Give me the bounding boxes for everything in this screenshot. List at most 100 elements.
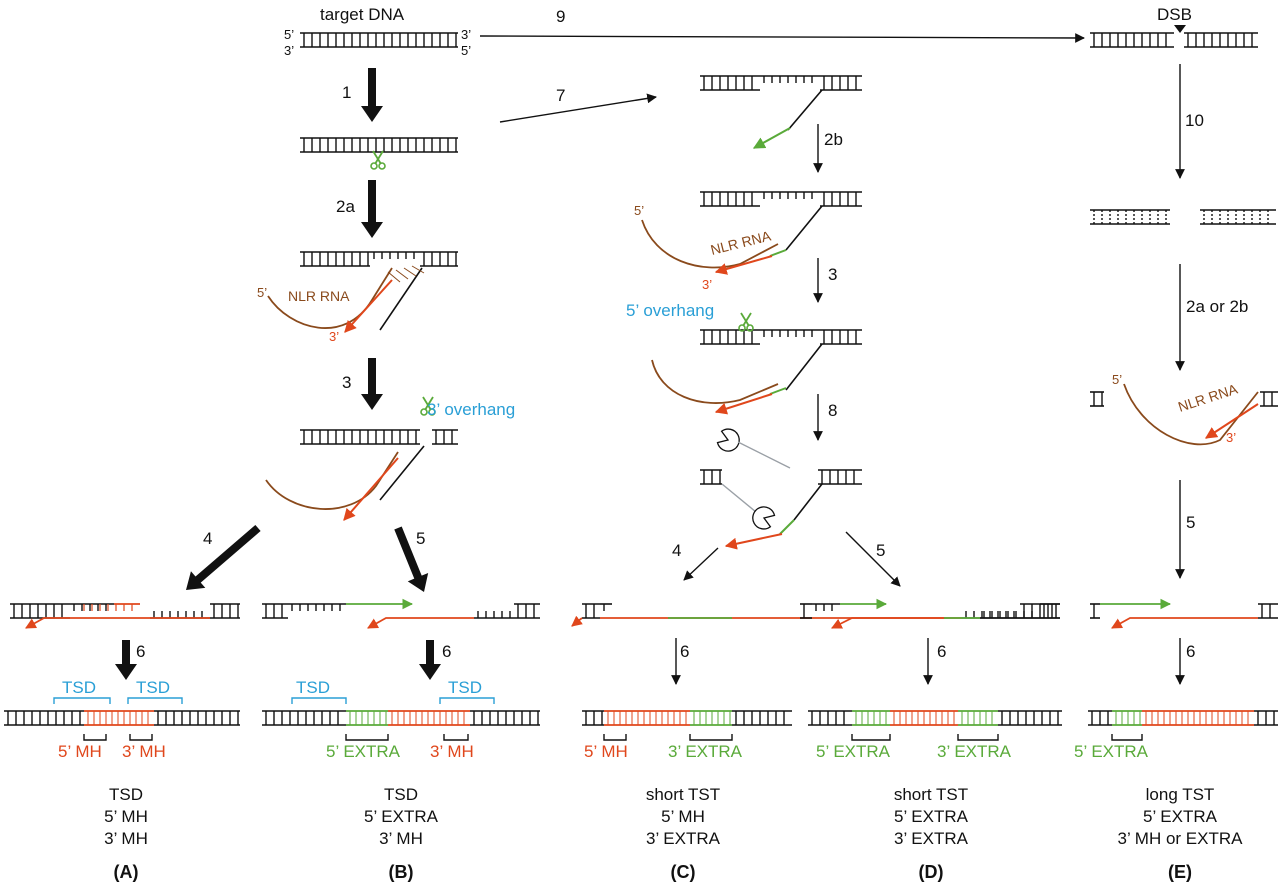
step-2a-label: 2a (336, 197, 355, 216)
step-9-label: 9 (556, 7, 565, 26)
scissors-icon-1 (370, 150, 386, 170)
mh3-label-b: 3’ MH (430, 742, 474, 761)
nlr-rna-label-c: NLR RNA (709, 227, 773, 258)
end-3-left-label: 3’ (284, 43, 294, 58)
degraded-rna-2 (721, 483, 757, 513)
dna-c3-bottom (785, 343, 823, 391)
rna-dna-pair (411, 265, 425, 274)
svg-text:3’ EXTRA: 3’ EXTRA (646, 829, 721, 848)
dna-e-final-left (1088, 710, 1112, 726)
extra5-bracket-d (851, 734, 891, 741)
dna-c-final-green (690, 710, 732, 726)
dna-b-final-right (470, 710, 540, 726)
scissors-icon-3 (738, 312, 754, 332)
rna-dna-pair (387, 271, 401, 283)
step-2a-arrow (361, 180, 383, 238)
extra-strand-c1 (752, 127, 791, 149)
three-prime-label-c: 3’ (702, 277, 712, 292)
nlr-rna-strand-e (1123, 383, 1259, 446)
dsb-label: DSB (1157, 5, 1192, 24)
panel-a-letter: (A) (114, 862, 139, 882)
step-7-label: 7 (556, 86, 565, 105)
panel-c-letter: (C) (671, 862, 696, 882)
cdna-strand-a (344, 279, 393, 333)
svg-text:short TST: short TST (894, 785, 968, 804)
dna-2a-right (420, 251, 458, 267)
step-3-arrow-a (361, 358, 383, 410)
dna-b-final-red (388, 710, 470, 726)
svg-text:5’ MH: 5’ MH (661, 807, 705, 826)
step-5-label-d: 5 (876, 541, 885, 560)
extra3-label-c: 3’ EXTRA (668, 742, 743, 761)
svg-text:3’ MH or EXTRA: 3’ MH or EXTRA (1117, 829, 1243, 848)
tsd-label-b1: TSD (296, 678, 330, 697)
extra-strand-c2 (769, 249, 787, 257)
extra-strand-c3 (769, 387, 787, 395)
extra3-bracket-c (689, 734, 733, 741)
step-1-arrow (361, 68, 383, 122)
dna-a-right (210, 603, 240, 619)
panel-e-caption: long TST 5’ EXTRA 3’ MH or EXTRA (E) (1117, 785, 1243, 882)
dna-c-final-right (732, 710, 792, 726)
target-dna-label: target DNA (320, 5, 405, 24)
three-prime-label-e: 3’ (1226, 430, 1236, 445)
end-5-left-label: 5’ (284, 27, 294, 42)
dna-b-right (514, 603, 540, 619)
svg-text:3’ MH: 3’ MH (104, 829, 148, 848)
dna-3a-right (432, 429, 458, 445)
panel-b-letter: (B) (389, 862, 414, 882)
dna-strands (4, 32, 1278, 741)
dna-b-left-flap (288, 603, 346, 611)
step-2a-or-2b-label: 2a or 2b (1186, 297, 1248, 316)
panel-a-caption: TSD 5’ MH 3’ MH (A) (104, 785, 148, 882)
dna-c1-flap (760, 75, 820, 83)
dsb-marker-icon (1174, 25, 1186, 33)
svg-text:TSD: TSD (384, 785, 418, 804)
dna-c1-right (820, 75, 862, 91)
extra3-label-d: 3’ EXTRA (937, 742, 1012, 761)
step-6-arrow-b (419, 640, 441, 680)
dna-a-final-left (4, 710, 84, 726)
dna-d-right (1040, 603, 1060, 619)
dna-c-final-left (582, 710, 604, 726)
dna-a-final-insert (84, 710, 154, 726)
mh5-label-a: 5’ MH (58, 742, 102, 761)
dna-e-p-left (1090, 603, 1100, 619)
dna-c2-right (820, 191, 862, 207)
cdna-d (831, 617, 944, 629)
dna-c2-bottom (785, 205, 823, 251)
dna-c3-flap (760, 329, 820, 337)
step-7-arrow (499, 93, 657, 123)
extra-strand-c4 (779, 519, 795, 535)
panel-d-letter: (D) (919, 862, 944, 882)
step-8-label: 8 (828, 401, 837, 420)
dna-e-final-red (1142, 710, 1254, 726)
step-3-label-a: 3 (342, 373, 351, 392)
step-5-label-e: 5 (1186, 513, 1195, 532)
step-4-label-c: 4 (672, 541, 681, 560)
dna-2a-flap (370, 251, 420, 259)
dna-c3-right (820, 329, 862, 345)
cdna-b (367, 617, 474, 629)
extra5-label-d: 5’ EXTRA (816, 742, 891, 761)
svg-text:5’ MH: 5’ MH (104, 807, 148, 826)
panel-b-caption: TSD 5’ EXTRA 3’ MH (B) (364, 785, 439, 882)
dna-e-final-green (1112, 710, 1142, 726)
dna-a-left (10, 603, 70, 619)
five-prime-label-a: 5’ (257, 285, 267, 300)
step-4-label-a: 4 (203, 529, 212, 548)
nicked-dna-duplex (300, 137, 458, 153)
step-5-arrow-d (845, 531, 901, 587)
mh5-bracket-c (603, 734, 627, 741)
dna-c4-left (700, 469, 722, 485)
tsd-bracket-b1 (291, 697, 347, 704)
exonuclease-icon-2 (752, 506, 776, 530)
svg-text:long TST: long TST (1146, 785, 1215, 804)
step-5-arrow-b (394, 526, 429, 593)
dna-3a-bottom (379, 445, 425, 501)
cdna-e (1204, 403, 1259, 439)
dna-c4-bottom (793, 483, 823, 521)
dna-c2-flap (760, 191, 820, 199)
tsd-bracket-a1 (53, 697, 111, 704)
